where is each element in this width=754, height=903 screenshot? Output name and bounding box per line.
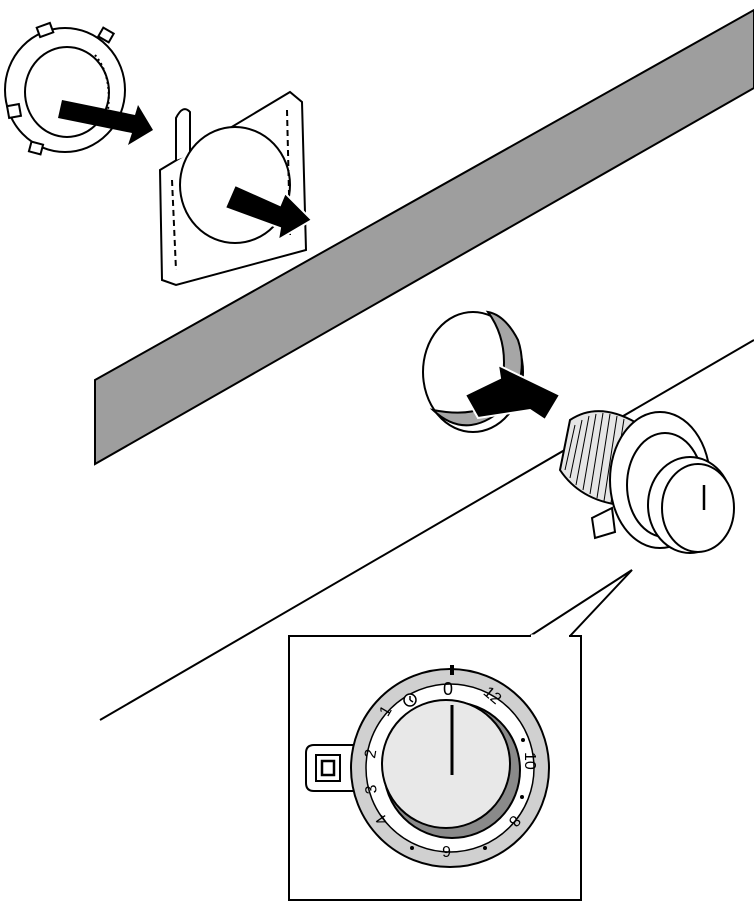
dial-tick-dots (410, 738, 525, 850)
dial-label-2: 2 (362, 748, 380, 760)
dial-label-3: 3 (363, 783, 381, 795)
arrow-icon (463, 363, 562, 422)
timer-icon (403, 693, 417, 707)
lock-nut-icon (4, 21, 126, 156)
temperature-dial (350, 665, 550, 868)
dial-label-6: 6 (442, 842, 451, 859)
rotary-control-unit (558, 410, 735, 554)
panel-front-edge (99, 339, 754, 721)
callout-pointer (529, 569, 633, 637)
dial-label-10: 10 (521, 752, 538, 770)
arrow-icon (58, 100, 153, 145)
dial-label-zero: 0 (443, 679, 453, 699)
arrow-icon (223, 183, 314, 242)
dial-side-tab (305, 744, 360, 792)
control-panel-strip (94, 8, 754, 466)
